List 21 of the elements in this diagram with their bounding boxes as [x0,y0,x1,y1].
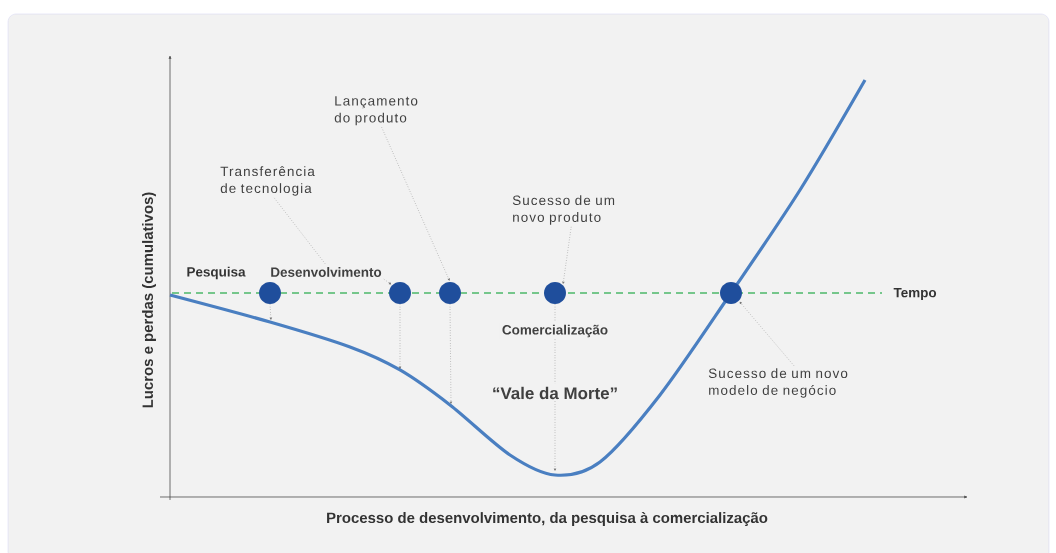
milestone-dot [720,282,742,304]
milestone-dot [439,282,461,304]
valley-label: “Vale da Morte” [493,386,617,400]
leader-line [562,226,572,284]
callout-text: Sucesso de um novo modelo de negócio [708,368,848,398]
axis-label: Lucros e perdas (cumulativos) [142,192,156,408]
leader-line [273,197,326,265]
leader-line [381,127,450,281]
callout-text: Transferência de tecnologia [220,166,315,196]
callout-text: Lançamento do produto [334,96,418,126]
leader-line [269,303,272,320]
axis-label: Tempo [893,287,937,300]
axis-label: Processo de desenvolvimento, da pesquisa à comercialização [327,511,768,526]
leader-line [739,301,795,367]
milestone-dot [259,282,281,304]
phase-label: Desenvolvimento [268,265,384,279]
milestone-dot [544,282,566,304]
milestone-dot [389,282,411,304]
leader-line [383,278,392,285]
phase-label: Pesquisa [187,266,246,280]
callout-text: Sucesso de um novo produto [512,195,615,225]
